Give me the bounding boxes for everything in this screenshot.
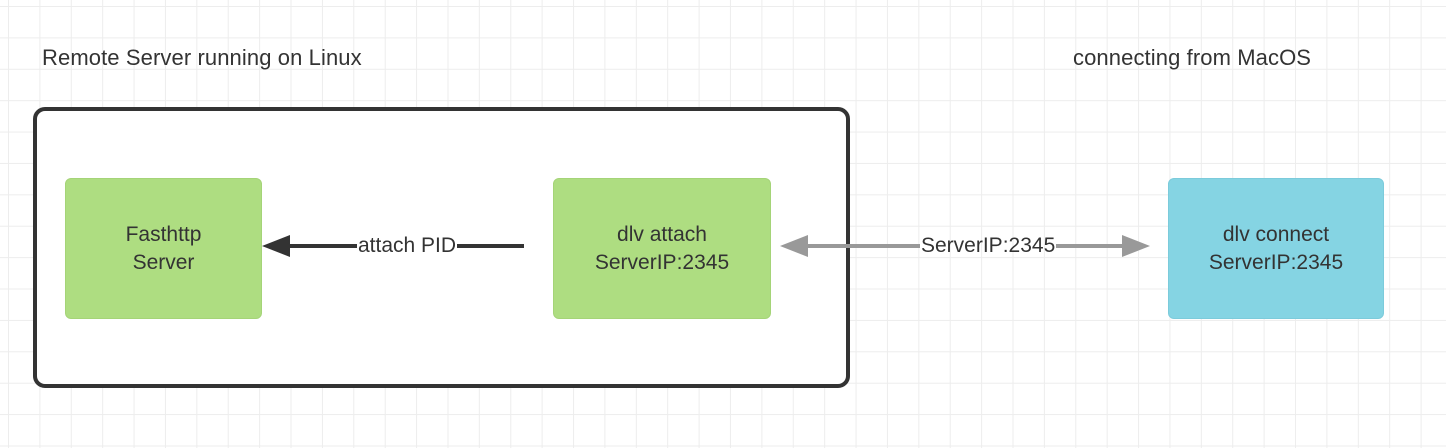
node-fasthttp-server-line1: Fasthttp (125, 222, 202, 246)
arrow-left-icon (780, 235, 808, 257)
node-fasthttp-server-line2: Server (132, 250, 195, 274)
node-fasthttp-server[interactable]: Fasthttp Server (65, 178, 262, 319)
node-dlv-attach[interactable]: dlv attach ServerIP:2345 (553, 178, 771, 319)
edge-line-segment (457, 244, 525, 248)
edge-line-segment (290, 244, 357, 248)
edge-line-segment (1056, 244, 1123, 248)
node-dlv-attach-line1: dlv attach (617, 222, 707, 246)
edge-serverip-2345: ServerIP:2345 (780, 231, 1168, 261)
section-title-macos: connecting from MacOS (1073, 45, 1312, 70)
section-title-remote-server: Remote Server running on Linux (42, 45, 362, 70)
edge-label-serverip-2345: ServerIP:2345 (921, 234, 1056, 257)
node-dlv-connect[interactable]: dlv connect ServerIP:2345 (1168, 178, 1384, 319)
node-dlv-connect-line1: dlv connect (1222, 222, 1330, 246)
arrow-left-icon (262, 235, 290, 257)
node-dlv-connect-line2: ServerIP:2345 (1208, 250, 1344, 274)
edge-attach-pid: attach PID (262, 231, 553, 261)
edge-line-segment (808, 244, 920, 248)
edge-label-attach-pid: attach PID (358, 234, 457, 257)
node-dlv-attach-line2: ServerIP:2345 (594, 250, 730, 274)
arrow-right-icon (1122, 235, 1151, 257)
